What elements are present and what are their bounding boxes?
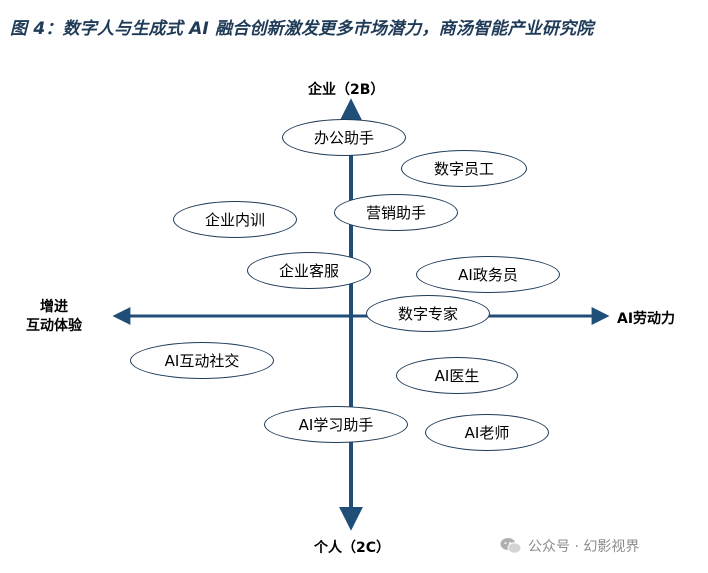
axis-label-enterprise: 企业（2B） [308, 82, 385, 98]
wechat-icon [500, 538, 522, 554]
bubble-ai-teacher: AI老师 [425, 414, 549, 451]
bubble-digital-employee: 数字员工 [401, 150, 527, 187]
bubble-digital-expert: 数字专家 [366, 295, 490, 332]
axis-label-ai-labor: AI劳动力 [617, 311, 676, 327]
bubble-ai-civil-servant: AI政务员 [416, 256, 560, 293]
axis-label-individual: 个人（2C） [314, 540, 391, 556]
bubble-marketing-assistant: 营销助手 [334, 194, 458, 231]
axis-label-interaction: 增进 互动体验 [26, 298, 82, 336]
watermark-text: 公众号 · 幻影视界 [528, 539, 640, 555]
bubble-ai-interactive-social: AI互动社交 [130, 342, 274, 379]
axis-label-interaction-line2: 互动体验 [26, 318, 82, 334]
bubble-office-assistant: 办公助手 [282, 119, 406, 156]
bubble-enterprise-service: 企业客服 [247, 252, 371, 289]
watermark: 公众号 · 幻影视界 [500, 536, 639, 556]
bubble-ai-doctor: AI医生 [396, 357, 518, 394]
bubble-enterprise-training: 企业内训 [173, 201, 297, 238]
figure-title: 图 4：数字人与生成式 AI 融合创新激发更多市场潜力，商汤智能产业研究院 [10, 19, 594, 39]
axis-label-interaction-line1: 增进 [40, 299, 68, 315]
bubble-ai-learning-assistant: AI学习助手 [264, 406, 408, 443]
